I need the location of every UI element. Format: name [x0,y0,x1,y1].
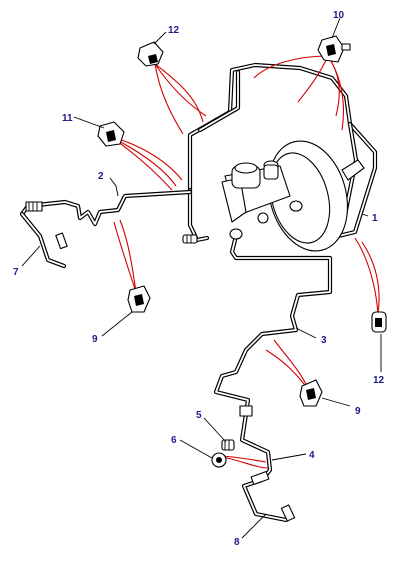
clip-12-upper [137,41,164,67]
brake-booster-master-cylinder [221,140,365,252]
callout-3: 3 [321,335,327,346]
hose-fitting [25,201,43,212]
callout-12-lower: 12 [373,375,385,386]
callout-5: 5 [196,410,202,421]
brake-pipe-4 [239,405,296,523]
callout-8: 8 [234,537,240,548]
callout-9-upper: 9 [92,334,98,345]
pushrod-clevis [341,159,365,181]
bolt-5 [221,439,235,451]
callout-leaders [21,17,382,539]
callout-11: 11 [62,113,73,124]
clip-9-lower [299,379,323,407]
clip-12-lower [371,311,387,333]
hose-fitting-lower [250,470,270,486]
callout-12-upper: 12 [168,25,180,36]
callout-10: 10 [333,10,345,21]
clip-10 [317,35,351,63]
callout-7: 7 [13,267,19,278]
hose-end-fitting [55,232,68,250]
callout-2: 2 [98,171,104,182]
union-fitting [239,405,253,417]
brake-pipe-2 [19,189,193,227]
hose-end-lower [280,504,296,522]
outlet-port [229,228,243,240]
brake-pipe-3 [213,233,333,417]
callout-4: 4 [309,450,315,461]
callout-9-lower: 9 [355,406,361,417]
clip-9-upper [127,285,151,313]
callout-labels: 1 2 3 4 5 6 7 8 9 9 10 11 12 12 [13,10,385,548]
bracket-bolt [182,234,198,244]
brake-hose-7 [19,201,68,269]
callout-6: 6 [171,435,177,446]
callout-1: 1 [372,213,378,224]
clip-11 [97,121,125,147]
nut-6 [211,452,227,468]
reservoir-cap [234,162,258,174]
